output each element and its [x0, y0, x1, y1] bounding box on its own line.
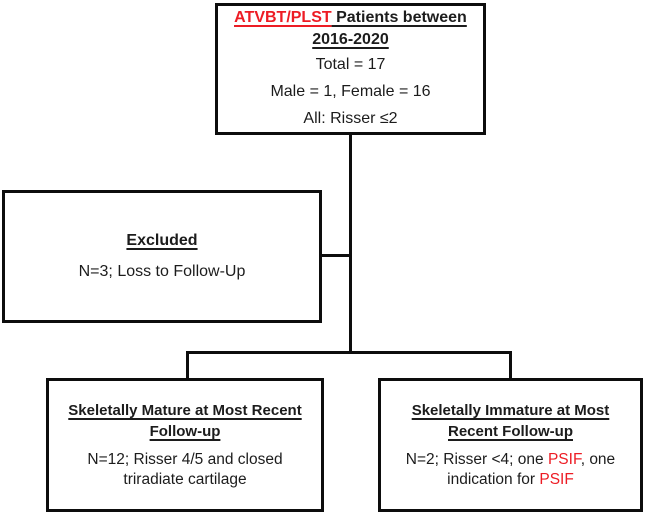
mature-body: N=12; Risser 4/5 and closed triradiate c…	[87, 450, 282, 490]
connector-branch-horizontal	[186, 351, 512, 354]
immature-body1-pre: N=2; Risser <4; one	[405, 451, 548, 468]
immature-title-line2: Recent Follow-up	[448, 423, 573, 440]
total-count-text: Total = 17	[315, 55, 386, 73]
immature-body-line1: N=2; Risser <4; one PSIF, one	[406, 450, 615, 470]
connector-excluded-branch	[322, 254, 350, 257]
patients-between-label: Patients between	[331, 8, 467, 26]
excluded-title: Excluded	[126, 231, 198, 249]
psif-label-2: PSIF	[539, 471, 574, 488]
immature-body1-post: , one	[580, 451, 616, 468]
mature-title-line2: Follow-up	[149, 423, 221, 440]
node-skeletally-mature: Skeletally Mature at Most Recent Follow-…	[46, 378, 324, 512]
psif-label-1: PSIF	[547, 451, 581, 468]
node-patients-total: ATVBT/PLST Patients between 2016-2020 To…	[215, 3, 486, 135]
mature-body-line2: triradiate cartilage	[123, 471, 247, 488]
immature-body-line2: indication for PSIF	[406, 470, 615, 490]
sex-distribution-text: Male = 1, Female = 16	[270, 82, 431, 100]
excluded-body-text: N=3; Loss to Follow-Up	[78, 262, 246, 280]
immature-body: N=2; Risser <4; one PSIF, one indication…	[406, 450, 615, 490]
connector-drop-mature	[186, 351, 189, 381]
connector-drop-immature	[509, 351, 512, 381]
mature-title-line1: Skeletally Mature at Most Recent	[68, 402, 302, 419]
risser-criteria-text: All: Risser ≤2	[303, 109, 398, 127]
immature-body2-pre: indication for	[447, 471, 540, 488]
immature-title-line1: Skeletally Immature at Most	[411, 402, 610, 419]
node-patients-title-line1: ATVBT/PLST Patients between	[234, 7, 467, 29]
atvbt-plst-label: ATVBT/PLST	[234, 8, 332, 26]
node-patients-title-line2: 2016-2020	[312, 30, 389, 48]
connector-top-to-branch	[349, 135, 352, 354]
mature-body-line1: N=12; Risser 4/5 and closed	[87, 451, 283, 468]
node-excluded: Excluded N=3; Loss to Follow-Up	[2, 190, 322, 323]
node-skeletally-immature: Skeletally Immature at Most Recent Follo…	[378, 378, 643, 512]
